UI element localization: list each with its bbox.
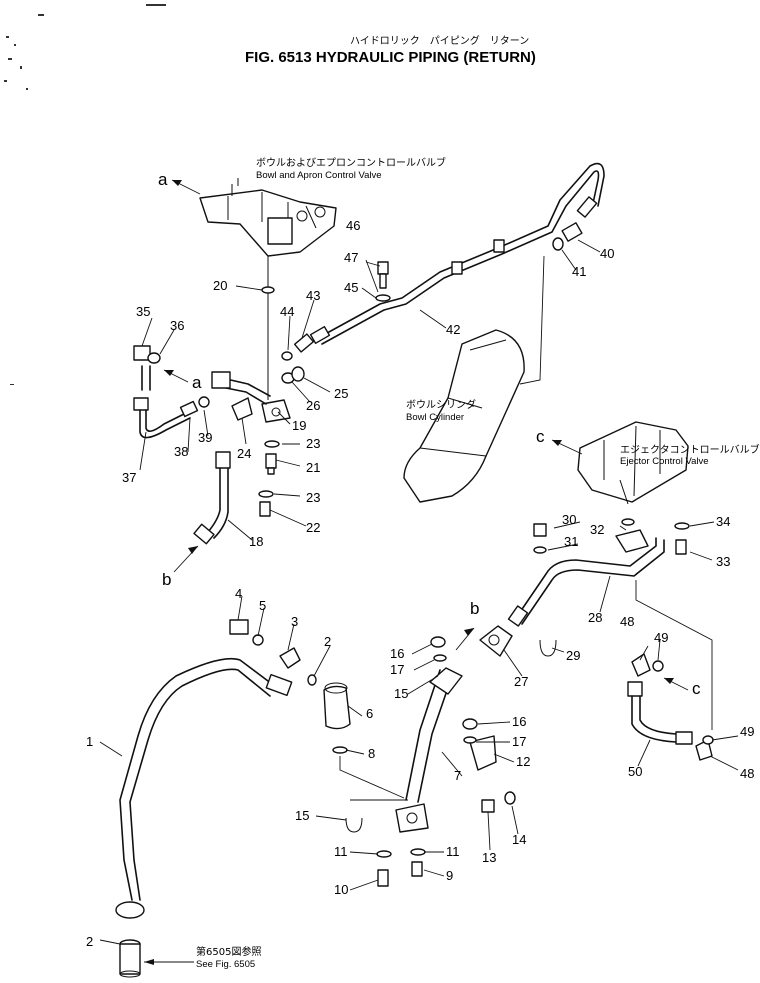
filter-6 bbox=[307, 674, 405, 799]
part-label: 32 bbox=[590, 522, 604, 537]
connector-c-lower: c bbox=[692, 679, 701, 698]
part-number-labels: 1 2 2 3 4 5 6 7 8 9 10 11 11 12 13 14 15… bbox=[86, 218, 754, 949]
connector-a-middle: a bbox=[192, 373, 202, 392]
scan-noise bbox=[4, 4, 166, 385]
tube-24-26 bbox=[211, 366, 305, 421]
part-label: 8 bbox=[368, 746, 375, 761]
part-label: 36 bbox=[170, 318, 184, 333]
part-label: 11 bbox=[446, 844, 460, 859]
part-label: 28 bbox=[588, 610, 602, 625]
part-label: 10 bbox=[334, 882, 348, 897]
ejector-control-valve bbox=[577, 421, 689, 505]
part-label: 44 bbox=[280, 304, 294, 319]
connector-b-left: b bbox=[162, 570, 171, 589]
part-label: 21 bbox=[306, 460, 320, 475]
part-label: 16 bbox=[390, 646, 404, 661]
part-label: 2 bbox=[86, 934, 93, 949]
part-label: 11 bbox=[334, 844, 348, 859]
ejector-valve-label-jp: エジェクタコントロールバルブ bbox=[620, 443, 760, 456]
see-fig-label-en: See Fig. 6505 bbox=[196, 959, 255, 970]
part-label: 3 bbox=[291, 614, 298, 629]
connector-b-right: b bbox=[470, 599, 479, 618]
flange-block-19 bbox=[258, 256, 291, 517]
part-label: 17 bbox=[390, 662, 404, 677]
bowl-apron-valve-label-jp: ボウルおよびエプロンコントロールバルブ bbox=[256, 156, 446, 169]
part-label: 25 bbox=[334, 386, 348, 401]
adapter-43 bbox=[281, 333, 315, 361]
part-label: 40 bbox=[600, 246, 614, 261]
part-label: 48 bbox=[740, 766, 754, 781]
part-label: 24 bbox=[237, 446, 251, 461]
part-label: 34 bbox=[716, 514, 730, 529]
part-label: 14 bbox=[512, 832, 526, 847]
part-label: 43 bbox=[306, 288, 320, 303]
part-label: 33 bbox=[716, 554, 730, 569]
part-label: 19 bbox=[292, 418, 306, 433]
part-label: 26 bbox=[306, 398, 320, 413]
hose-50 bbox=[627, 653, 714, 761]
part-label: 12 bbox=[516, 754, 530, 769]
part-label: 27 bbox=[514, 674, 528, 689]
part-label: 49 bbox=[654, 630, 668, 645]
fitting-27 bbox=[479, 625, 513, 657]
part-label: 7 bbox=[454, 768, 461, 783]
title-japanese: ハイドロリック パイピング リターン bbox=[350, 34, 529, 47]
part-label: 22 bbox=[306, 520, 320, 535]
connector-c-upper: c bbox=[536, 427, 545, 446]
part-label: 46 bbox=[346, 218, 360, 233]
part-label: 20 bbox=[213, 278, 227, 293]
part-label: 29 bbox=[566, 648, 580, 663]
part-label: 6 bbox=[366, 706, 373, 721]
part-label: 4 bbox=[235, 586, 242, 601]
elbow-40 bbox=[552, 222, 583, 251]
connector-a-upper: a bbox=[158, 170, 168, 189]
part-label: 42 bbox=[446, 322, 460, 337]
title-english: FIG. 6513 HYDRAULIC PIPING (RETURN) bbox=[245, 49, 536, 66]
bowl-apron-valve-label-en: Bowl and Apron Control Valve bbox=[256, 170, 382, 181]
see-fig-label-jp: 第6505図参照 bbox=[196, 945, 261, 958]
part-label: 30 bbox=[562, 512, 576, 527]
part-label: 38 bbox=[174, 444, 188, 459]
bowl-cylinder-label-jp: ボウルシリンダ bbox=[406, 398, 476, 411]
bowl-apron-control-valve bbox=[199, 178, 337, 257]
hose-18 bbox=[193, 451, 231, 545]
pipe-1 bbox=[115, 657, 293, 978]
part-label: 17 bbox=[512, 734, 526, 749]
parts-3-4-5 bbox=[229, 619, 301, 669]
part-label: 47 bbox=[344, 250, 358, 265]
parts-12-17 bbox=[430, 636, 516, 813]
bowl-cylinder-label-en: Bowl Cylinder bbox=[406, 412, 464, 423]
pipe-7 bbox=[345, 667, 463, 887]
part-label: 50 bbox=[628, 764, 642, 779]
part-label: 16 bbox=[512, 714, 526, 729]
part-label: 15 bbox=[394, 686, 408, 701]
part-label: 15 bbox=[295, 808, 309, 823]
part-label: 31 bbox=[564, 534, 578, 549]
part-label: 13 bbox=[482, 850, 496, 865]
pipe-28 bbox=[507, 518, 713, 730]
ejector-valve-label-en: Ejector Control Valve bbox=[620, 456, 709, 467]
part-label: 49 bbox=[740, 724, 754, 739]
pipe-42 bbox=[309, 162, 605, 345]
part-label: 35 bbox=[136, 304, 150, 319]
part-label: 39 bbox=[198, 430, 212, 445]
bolt-46 bbox=[375, 261, 391, 302]
part-label: 2 bbox=[324, 634, 331, 649]
part-label: 5 bbox=[259, 598, 266, 613]
part-label: 45 bbox=[344, 280, 358, 295]
part-label: 41 bbox=[572, 264, 586, 279]
part-label: 23 bbox=[306, 436, 320, 451]
part-label: 18 bbox=[249, 534, 263, 549]
part-label: 23 bbox=[306, 490, 320, 505]
part-label: 1 bbox=[86, 734, 93, 749]
part-label: 48 bbox=[620, 614, 634, 629]
leader-lines bbox=[99, 239, 739, 945]
bowl-cylinder bbox=[403, 255, 545, 503]
part-label: 9 bbox=[446, 868, 453, 883]
part-label: 37 bbox=[122, 470, 136, 485]
